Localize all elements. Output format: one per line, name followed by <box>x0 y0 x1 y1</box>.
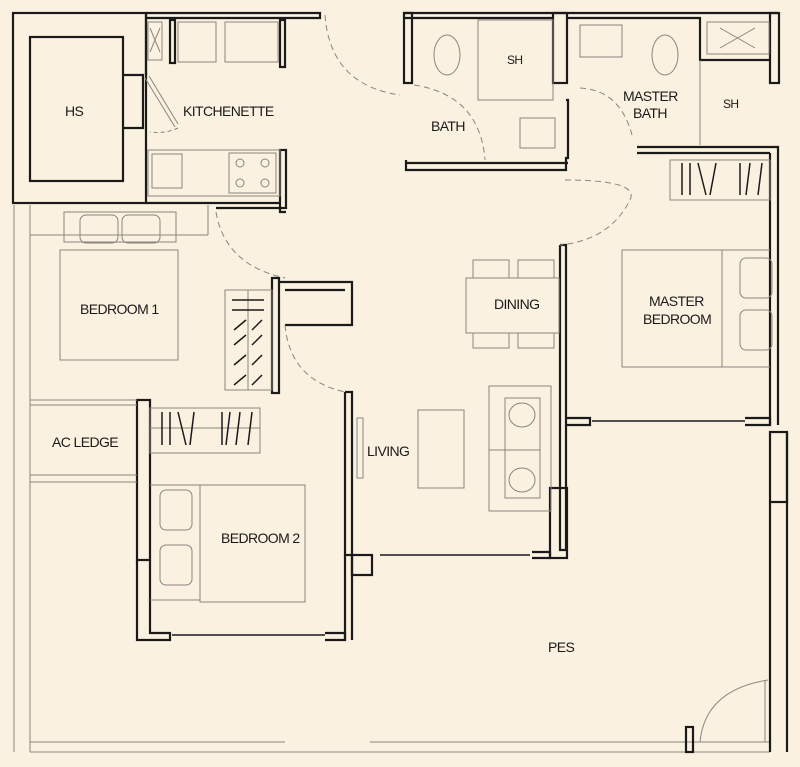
label-master-bath-1: MASTER <box>623 88 678 104</box>
furniture <box>30 14 773 743</box>
label-bath: BATH <box>431 118 465 134</box>
label-ac-ledge: AC LEDGE <box>52 434 118 450</box>
label-master-shower: SH <box>723 97 738 111</box>
label-master-bedroom-2: BEDROOM <box>643 311 711 327</box>
label-pes: PES <box>548 639 574 655</box>
label-kitchenette: KITCHENETTE <box>183 103 274 119</box>
label-hs: HS <box>65 103 84 119</box>
label-bedroom2: BEDROOM 2 <box>221 530 300 546</box>
label-living: LIVING <box>367 443 409 459</box>
label-bath-shower: SH <box>507 53 522 67</box>
label-bedroom1: BEDROOM 1 <box>80 301 159 317</box>
walls <box>11 11 789 754</box>
label-master-bath-2: BATH <box>633 105 667 121</box>
room-labels: HS KITCHENETTE SH BATH MASTER BATH SH BE… <box>52 53 739 655</box>
label-dining: DINING <box>494 296 539 312</box>
label-master-bedroom-1: MASTER <box>649 293 704 309</box>
